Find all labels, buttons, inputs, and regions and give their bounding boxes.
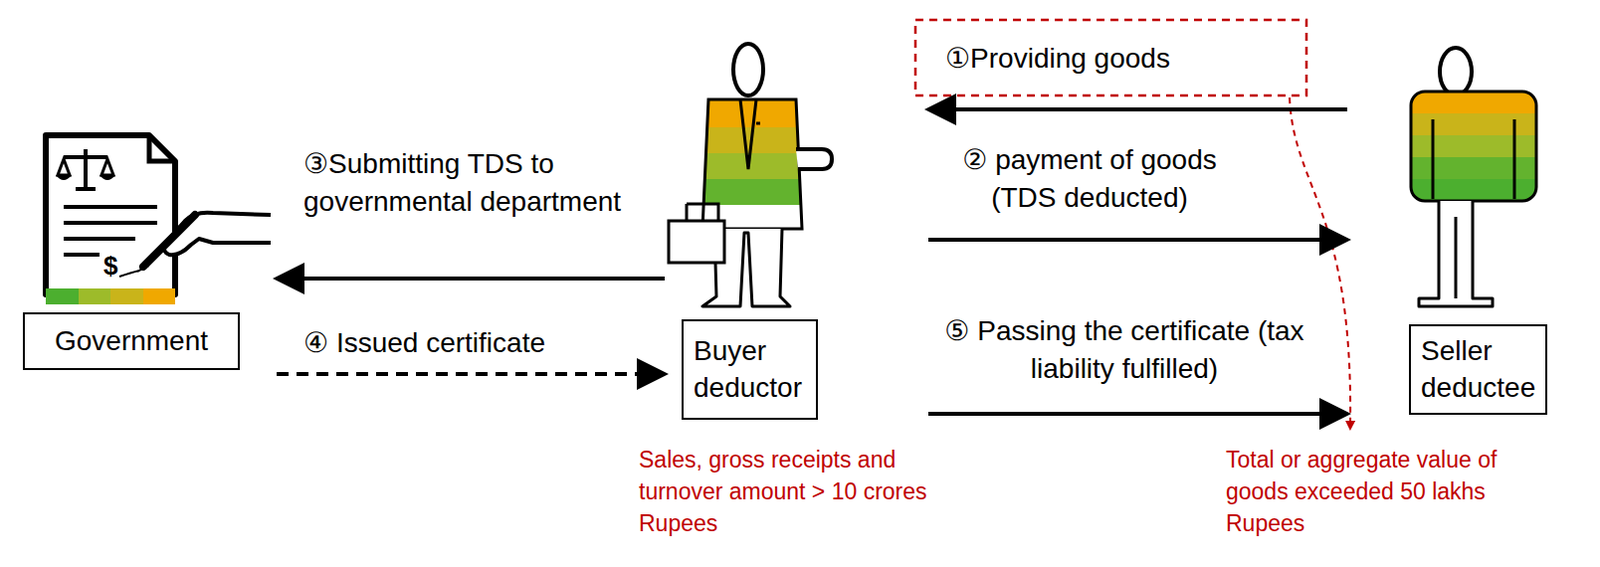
- buyer-box: Buyer deductor: [681, 319, 818, 420]
- leader-line: [1289, 97, 1351, 426]
- node-region: Buyer deductor: [664, 39, 929, 421]
- government-box: Government: [22, 312, 240, 371]
- condition-note: Total or aggregate value of goods exceed…: [1225, 443, 1525, 541]
- edge-label: ⑤ Passing the certificate (tax liability…: [930, 312, 1319, 389]
- node-region: Seller deductee: [1347, 39, 1539, 415]
- document-icon: [45, 135, 271, 305]
- edge-label: ② payment of goods (TDS deducted): [930, 141, 1249, 217]
- edge-label: ①Providing goods: [945, 39, 1244, 78]
- buyer-figure: [668, 43, 832, 307]
- submit-arrow: [276, 276, 665, 281]
- node-label: Government: [54, 323, 208, 360]
- edge-label: ④ Issued certificate: [303, 324, 642, 363]
- payment-arrow: [928, 237, 1348, 242]
- pass-arrow: [928, 411, 1348, 416]
- node-region: Government: [22, 129, 277, 371]
- dollar-sign: $: [103, 250, 134, 282]
- edge-label: ③Submitting TDS to governmental departme…: [303, 145, 632, 221]
- seller-box: Seller deductee: [1408, 324, 1548, 415]
- goods-arrow: [928, 107, 1348, 112]
- certificate-arrow: [276, 372, 665, 377]
- condition-note: Sales, gross receipts and turnover amoun…: [638, 443, 938, 541]
- node-label: Seller deductee: [1420, 333, 1536, 406]
- node-label: Buyer deductor: [693, 333, 806, 406]
- highlight-box: [915, 19, 1307, 96]
- seller-figure: [1410, 47, 1537, 307]
